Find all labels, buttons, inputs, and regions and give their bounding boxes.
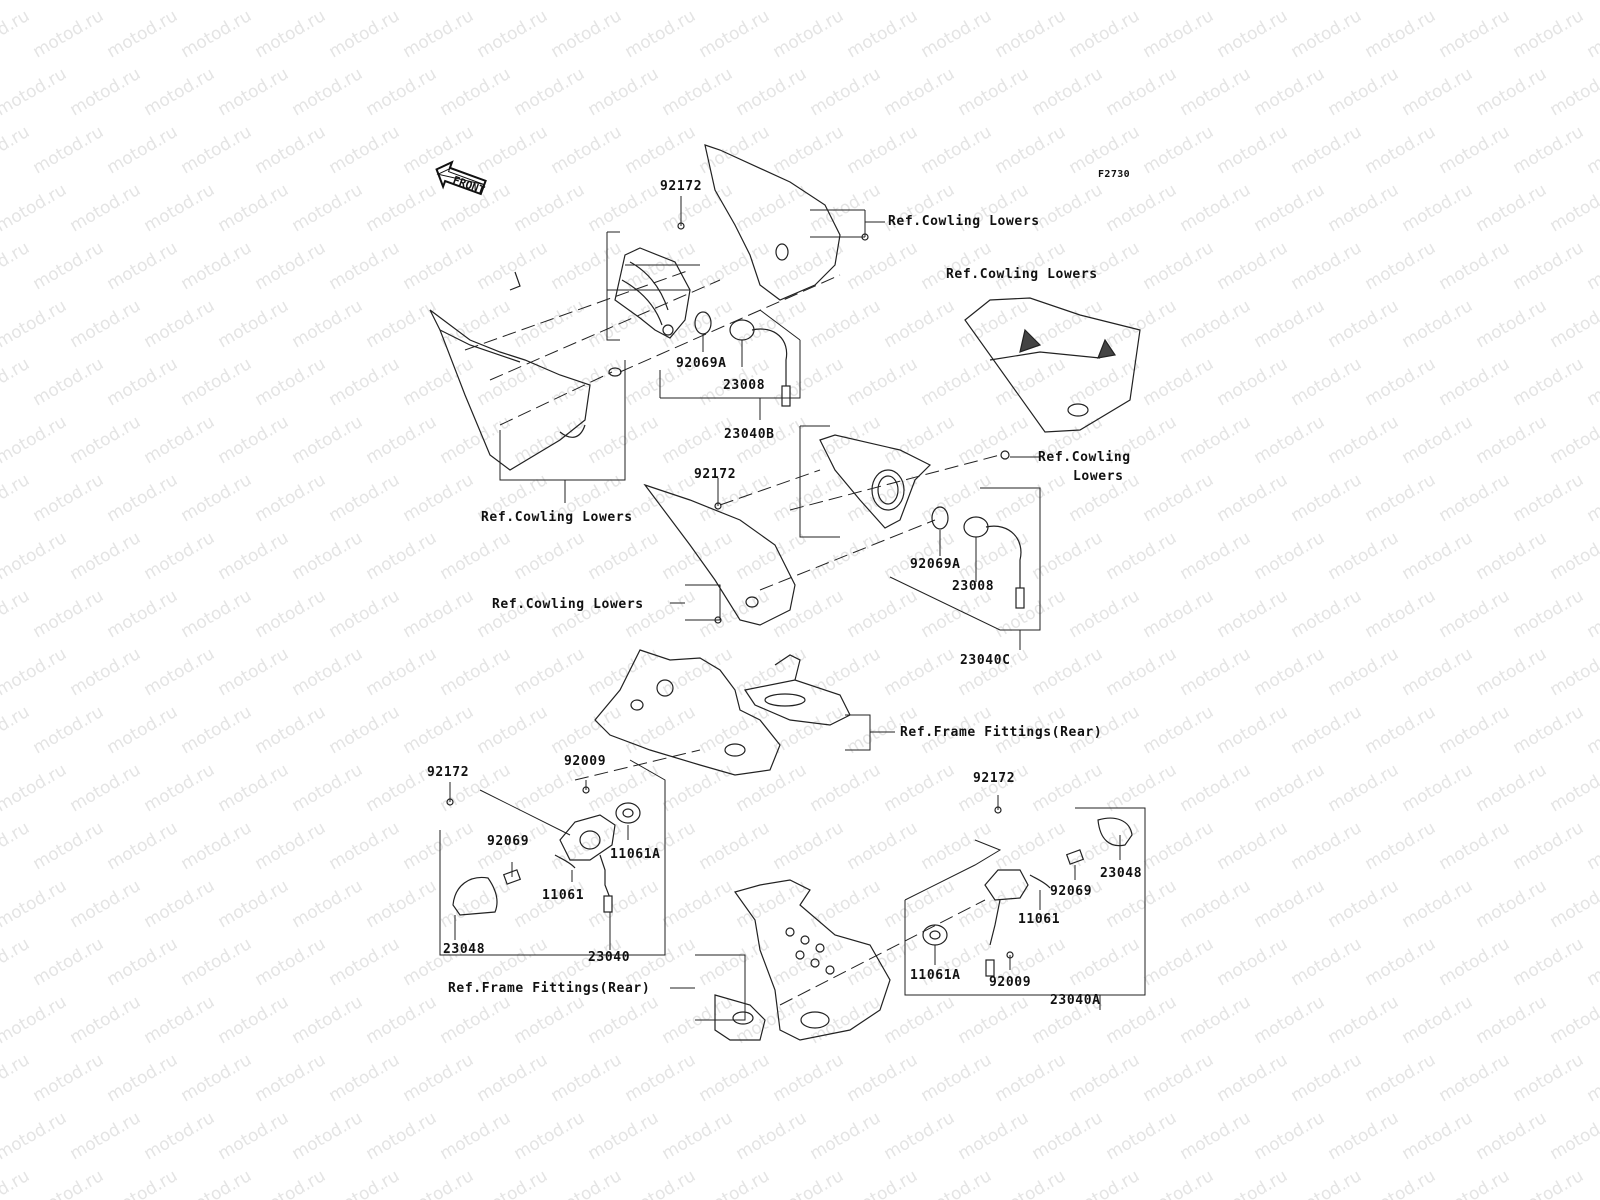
part-label-92172: 92172	[660, 179, 703, 194]
part-label-92009: 92009	[989, 975, 1032, 990]
gasket-11061-right-icon	[1029, 874, 1051, 889]
bulb-92069-right-icon	[1065, 849, 1085, 865]
front-arrow-icon	[435, 160, 487, 196]
part-label-23040C: 23040C	[960, 653, 1011, 668]
lens-23048-right-icon	[1097, 817, 1133, 847]
part-label-92069: 92069	[1050, 884, 1093, 899]
part-label-92009: 92009	[564, 754, 607, 769]
gasket-11061A-right-icon	[922, 924, 948, 946]
assembly-guide-lines	[464, 269, 1001, 1006]
part-label-92069A: 92069A	[910, 557, 961, 572]
part-label-23048: 23048	[1100, 866, 1143, 881]
front-left-cowl-part	[429, 271, 622, 471]
part-label-23040A: 23040A	[1050, 993, 1101, 1008]
part-label-23008: 23008	[952, 579, 995, 594]
left-lower-cowl-part	[643, 483, 796, 626]
ref-frame-fittings-rear-label: Ref.Frame Fittings(Rear)	[900, 725, 1103, 740]
part-label-11061: 11061	[1018, 912, 1061, 927]
right-side-fairing	[964, 297, 1141, 433]
front-right-turn-signal-housing	[819, 434, 932, 529]
ref-cowling-lowers-line2: Lowers	[1073, 469, 1124, 484]
part-label-11061A: 11061A	[910, 968, 961, 983]
part-label-92172: 92172	[427, 765, 470, 780]
part-label-23048: 23048	[443, 942, 486, 957]
bulb-92069A-upper-icon	[694, 311, 712, 335]
part-label-23040: 23040	[588, 950, 631, 965]
ref-frame-fittings-rear-label: Ref.Frame Fittings(Rear)	[448, 981, 651, 996]
bulb-92069-left-icon	[502, 869, 522, 885]
upper-side-panel	[704, 144, 841, 301]
gasket-11061A-left-icon	[615, 802, 641, 824]
socket-23008-lower-icon	[963, 516, 1025, 609]
part-label-92069A: 92069A	[676, 356, 727, 371]
ref-cowling-lowers-label: Ref.Cowling Lowers	[946, 267, 1098, 282]
socket-23008-upper-icon	[729, 319, 791, 407]
ref-cowling-lowers-label: Ref.Cowling Lowers	[888, 214, 1040, 229]
leader-lines	[439, 196, 1146, 1021]
rear-frame-fitting-upper	[594, 649, 851, 776]
part-label-92172: 92172	[694, 467, 737, 482]
part-label-92069: 92069	[487, 834, 530, 849]
part-label-11061: 11061	[542, 888, 585, 903]
grommet-icon	[1000, 450, 1010, 460]
ref-cowling-lowers-label: Ref.Cowling Lowers	[492, 597, 644, 612]
part-label-23008: 23008	[723, 378, 766, 393]
rear-right-turn-signal-housing	[984, 869, 1029, 977]
rear-frame-fitting-lower	[714, 879, 891, 1041]
part-label-23040B: 23040B	[724, 427, 775, 442]
figure-code: F2730	[1098, 169, 1131, 180]
ref-cowling-lowers-line1: Ref.Cowling	[1038, 450, 1131, 465]
rear-left-turn-signal-housing	[559, 814, 616, 913]
part-label-11061A: 11061A	[610, 847, 661, 862]
ref-cowling-lowers-label: Ref.Cowling Lowers	[481, 510, 633, 525]
lens-23048-left-icon	[452, 876, 498, 916]
part-label-92172: 92172	[973, 771, 1016, 786]
bulb-92069A-lower-icon	[931, 506, 949, 530]
gasket-11061-left-icon	[554, 854, 576, 869]
